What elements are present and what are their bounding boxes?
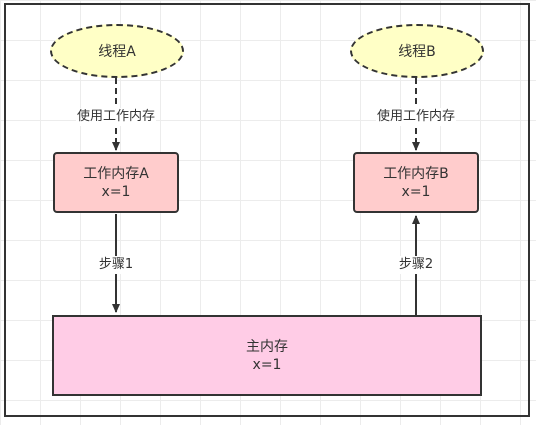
work-mem-a-value: x=1 <box>101 183 131 200</box>
work-mem-a-title: 工作内存A <box>83 165 149 182</box>
work-mem-b-node: 工作内存B x=1 <box>353 152 479 213</box>
main-mem-value: x=1 <box>252 356 282 373</box>
edge-label-step1: 步骤1 <box>97 256 135 274</box>
work-mem-b-value: x=1 <box>401 183 431 200</box>
diagram-frame <box>4 3 530 417</box>
thread-a-label: 线程A <box>98 44 136 60</box>
main-mem-node: 主内存 x=1 <box>52 315 482 396</box>
main-mem-title: 主内存 <box>246 338 288 355</box>
edge-label-step2: 步骤2 <box>397 256 435 274</box>
work-mem-a-node: 工作内存A x=1 <box>53 152 179 213</box>
edge-label-use-work-mem-b: 使用工作内存 <box>375 108 457 126</box>
thread-b-node: 线程B <box>350 24 484 78</box>
thread-b-label: 线程B <box>398 44 436 60</box>
edge-label-use-work-mem-a: 使用工作内存 <box>75 108 157 126</box>
thread-a-node: 线程A <box>50 24 184 78</box>
work-mem-b-title: 工作内存B <box>383 165 449 182</box>
